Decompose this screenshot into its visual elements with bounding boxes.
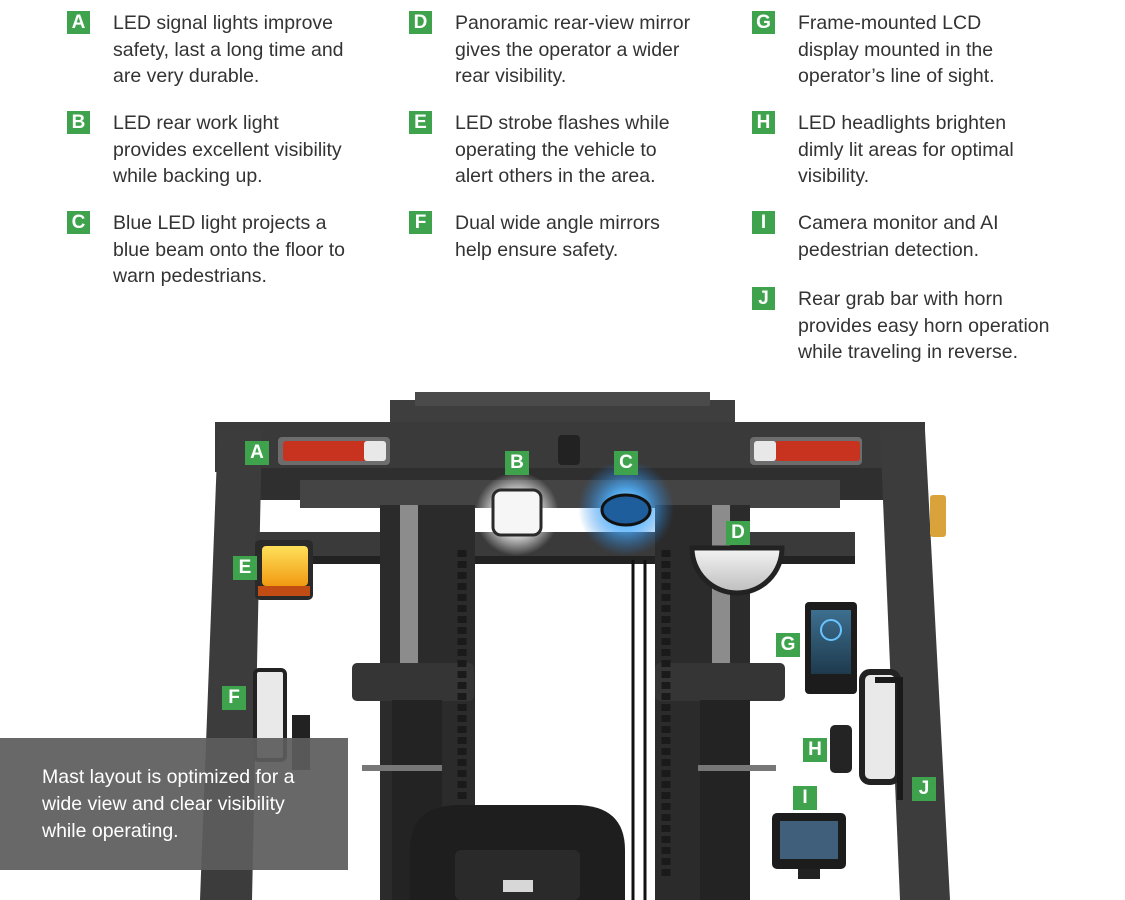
feature-text-d: Panoramic rear-view mirror gives the ope… [455,12,691,87]
callout-b: B [505,451,529,475]
feature-c: C Blue LED light projects a blue beam on… [67,210,345,290]
rear-grab-bar [875,677,903,800]
forklift-illustration [200,392,950,900]
feature-badge-i: I [752,211,775,234]
feature-text-e: LED strobe flashes while operating the v… [455,112,670,187]
feature-badge-a: A [67,11,90,34]
feature-badge-d: D [409,11,432,34]
feature-text-f: Dual wide angle mirrors help ensure safe… [455,212,660,261]
feature-badge-j: J [752,287,775,310]
rear-work-light [491,488,543,537]
feature-badge-f: F [409,211,432,234]
blue-led-light [600,493,652,527]
feature-text-j: Rear grab bar with horn provides easy ho… [798,288,1050,363]
feature-text-a: LED signal lights improve safety, last a… [113,12,344,87]
callout-c: C [614,451,638,475]
strobe-light [262,546,308,586]
callout-f: F [222,686,246,710]
feature-i: I Camera monitor and AI pedestrian detec… [752,210,999,263]
callout-g: G [776,633,800,657]
feature-badge-c: C [67,211,90,234]
feature-e: E LED strobe flashes while operating the… [409,110,670,190]
feature-badge-b: B [67,111,90,134]
feature-text-b: LED rear work light provides excellent v… [113,112,342,187]
feature-g: G Frame-mounted LCD display mounted in t… [752,10,995,90]
feature-a: A LED signal lights improve safety, last… [67,10,344,90]
feature-f: F Dual wide angle mirrors help ensure sa… [409,210,660,263]
lift-chains [457,550,671,900]
feature-badge-g: G [752,11,775,34]
callout-h: H [803,738,827,762]
caption-text: Mast layout is optimized for a wide view… [42,766,295,842]
feature-h: H LED headlights brighten dimly lit area… [752,110,1014,190]
caption-box: Mast layout is optimized for a wide view… [0,738,348,870]
callout-e: E [233,556,257,580]
side-mirror-right [859,669,901,785]
feature-text-i: Camera monitor and AI pedestrian detecti… [798,212,999,261]
panoramic-mirror [689,545,785,596]
feature-text-g: Frame-mounted LCD display mounted in the… [798,12,995,87]
callout-d: D [726,521,750,545]
feature-text-c: Blue LED light projects a blue beam onto… [113,212,345,287]
feature-d: D Panoramic rear-view mirror gives the o… [409,10,690,90]
callout-a: A [245,441,269,465]
callout-j: J [912,777,936,801]
feature-badge-h: H [752,111,775,134]
feature-j: J Rear grab bar with horn provides easy … [752,286,1050,366]
feature-badge-e: E [409,111,432,134]
feature-text-h: LED headlights brighten dimly lit areas … [798,112,1014,187]
led-headlight [830,725,852,773]
feature-b: B LED rear work light provides excellent… [67,110,342,190]
callout-i: I [793,786,817,810]
